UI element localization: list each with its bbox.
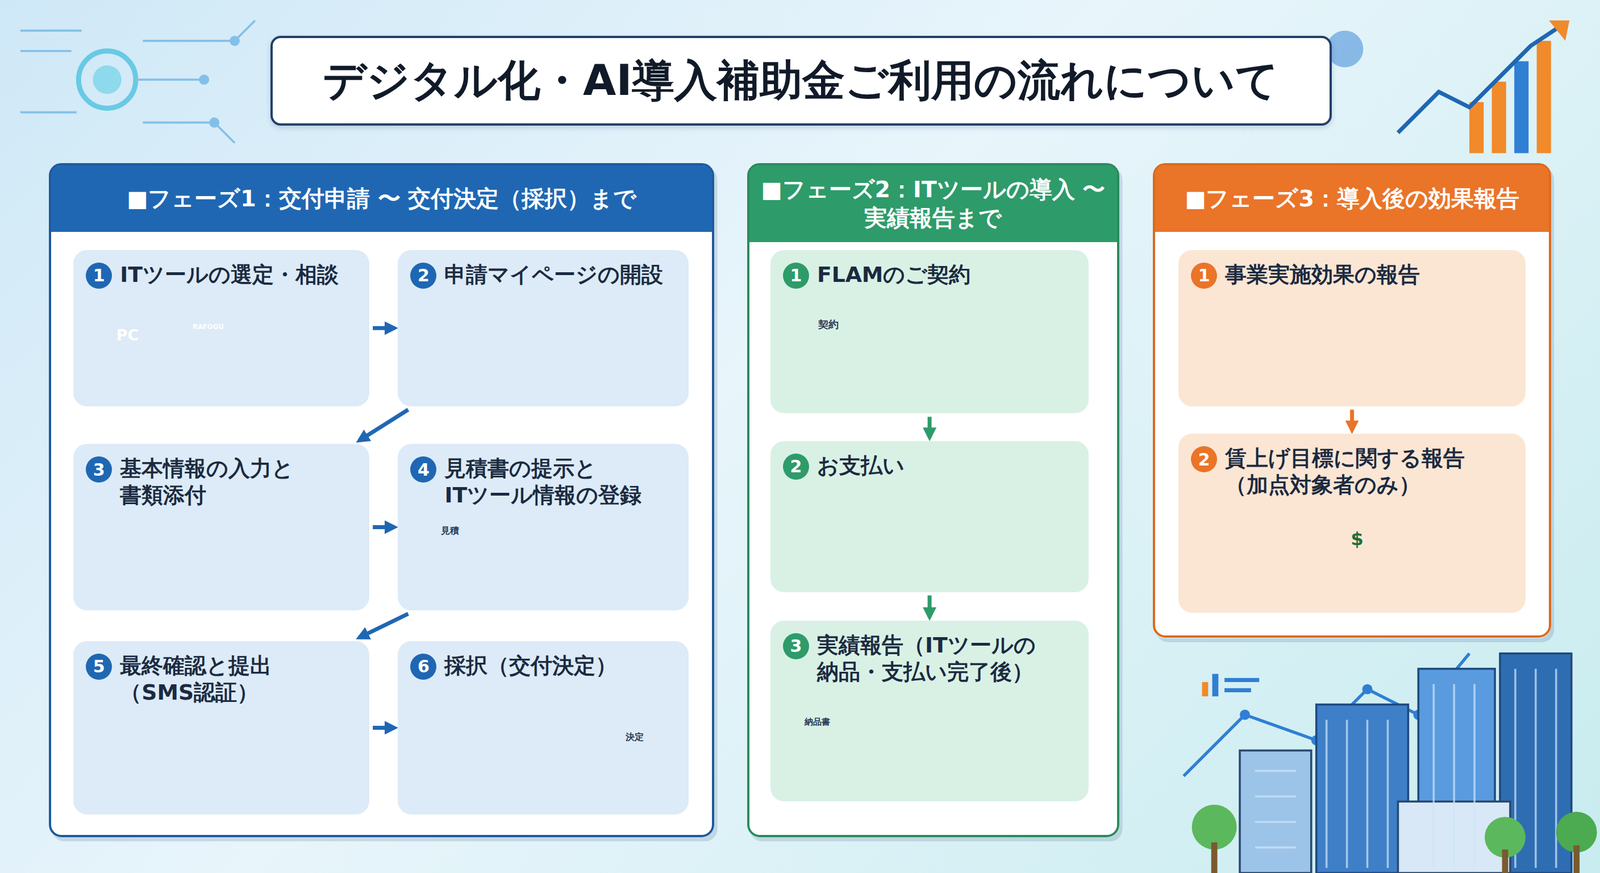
step-box: 1 事業実施効果の報告 — [1178, 250, 1526, 407]
growth-chart-decoration — [1469, 102, 1484, 154]
flow-arrow — [372, 326, 395, 331]
city-decoration — [1502, 849, 1509, 873]
growth-chart-decoration — [1536, 40, 1552, 154]
step-label: 申請マイページの開設 — [444, 261, 677, 289]
step-box: 3 基本情報の入力と 書類添付 — [73, 443, 370, 611]
panel-shadow — [750, 167, 1123, 842]
step-number: 1 — [782, 262, 810, 289]
step-label: 見積書の提示と ITツール情報の登録 — [444, 455, 677, 509]
icon-label: 決定 — [625, 730, 644, 744]
step-box: 5 最終確認と提出 （SMS認証） — [73, 640, 370, 815]
step-label: 事業実施効果の報告 — [1225, 261, 1514, 289]
icon-label: RAFOGU — [192, 322, 224, 331]
phase-heading: ■フェーズ2：ITツールの導入 〜 実績報告まで — [749, 165, 1118, 243]
step-number: 5 — [85, 653, 112, 680]
circuit-decoration — [230, 36, 239, 45]
step-box: 2 お支払い — [770, 440, 1089, 593]
step-label: 最終確認と提出 （SMS認証） — [119, 652, 357, 706]
growth-chart-decoration — [1326, 20, 1570, 154]
city-decoration — [1239, 750, 1312, 873]
step-label: 採択（交付決定） — [444, 652, 677, 679]
flow-arrow — [359, 409, 408, 441]
step-label: 基本情報の入力と 書類添付 — [119, 455, 357, 509]
growth-chart-decoration — [1397, 25, 1561, 133]
icon-label: 契約 — [818, 317, 839, 332]
panel-ground — [1152, 163, 1551, 638]
circuit-decoration — [92, 65, 122, 94]
panel-ground — [48, 163, 715, 837]
step-number: 1 — [1190, 262, 1218, 289]
flow-arrow — [372, 725, 395, 730]
step-box: 2 申請マイページの開設 — [397, 250, 689, 407]
step-box: 1 FLAMのご契約 — [770, 250, 1089, 414]
step-number: 1 — [85, 262, 112, 289]
phase-heading: ■フェーズ3：導入後の効果報告 — [1155, 165, 1549, 232]
step-label: FLAMのご契約 — [817, 261, 1077, 289]
step-label: お支払い — [817, 452, 1077, 479]
phase-panel: 1 FLAMのご契約 2 お支払い 3実績報告（ITツールの 納品・支払い完了後） ■フェ… — [747, 163, 1120, 837]
step-box: 2 賃上げ目標に関する報告 （加点対象者のみ） — [1178, 433, 1526, 612]
growth-chart-decoration — [1514, 61, 1529, 154]
circuit-decoration — [20, 20, 256, 144]
phase-panel: 1 事業実施効果の報告 2 賃上げ目標に関する報告 （加点対象者のみ） ■フェーズ3：導… — [1152, 163, 1551, 638]
growth-chart-decoration — [1326, 30, 1364, 68]
circuit-decoration — [210, 118, 219, 127]
step-box: 3実績報告（ITツールの 納品・支払い完了後） — [770, 620, 1089, 802]
step-box: 6 採択（交付決定） — [397, 640, 689, 815]
city-decoration — [1239, 709, 1250, 720]
city-decoration — [1202, 681, 1209, 697]
icon-label: 納品書 — [804, 715, 831, 728]
step-number: 4 — [410, 456, 437, 483]
panel-ground — [747, 163, 1120, 837]
city-decoration — [1573, 844, 1580, 873]
step-label: 賃上げ目標に関する報告 （加点対象者のみ） — [1225, 444, 1514, 499]
flow-arrow — [372, 525, 395, 529]
step-number: 2 — [1190, 446, 1218, 473]
icon-label: $ — [1350, 527, 1364, 550]
step-number: 2 — [410, 262, 437, 289]
city-decoration — [1212, 673, 1219, 697]
city-decoration — [1255, 668, 1557, 868]
circuit-decoration — [78, 51, 136, 109]
flow-arrow — [927, 595, 932, 618]
diagram-title: デジタル化・AI導入補助金ご利用の流れについて — [322, 51, 1279, 110]
title-box: デジタル化・AI導入補助金ご利用の流れについて — [270, 35, 1332, 126]
city-decoration — [1224, 688, 1252, 693]
circuit-decoration — [200, 75, 208, 84]
step-number: 6 — [410, 653, 437, 680]
phase-heading: ■フェーズ1：交付申請 〜 交付決定（採択）まで — [51, 165, 712, 232]
city-decoration — [1224, 677, 1260, 682]
growth-chart-decoration — [1548, 20, 1570, 41]
icon-label: 見積 — [440, 524, 460, 537]
phase-panel: 1 ITツールの選定・相談 2 申請マイページの開設 3 基本情報の入力と 書類添付 4 見積… — [48, 163, 715, 837]
city-decoration — [1183, 653, 1597, 873]
step-label: ITツールの選定・相談 — [119, 261, 357, 289]
icon-label: PC — [116, 326, 140, 344]
city-decoration — [1316, 704, 1409, 873]
growth-chart-decoration — [1492, 81, 1507, 154]
circuit-decoration — [20, 20, 256, 144]
step-number: 3 — [782, 632, 810, 660]
city-decoration — [1211, 842, 1218, 873]
flow-arrow — [1350, 409, 1354, 431]
flow-arrow — [359, 613, 408, 638]
step-number: 2 — [782, 453, 810, 480]
step-label: 実績報告（ITツールの 納品・支払い完了後） — [817, 631, 1077, 686]
city-decoration — [1362, 684, 1373, 695]
flow-arrow — [927, 416, 932, 438]
step-number: 3 — [85, 456, 112, 483]
